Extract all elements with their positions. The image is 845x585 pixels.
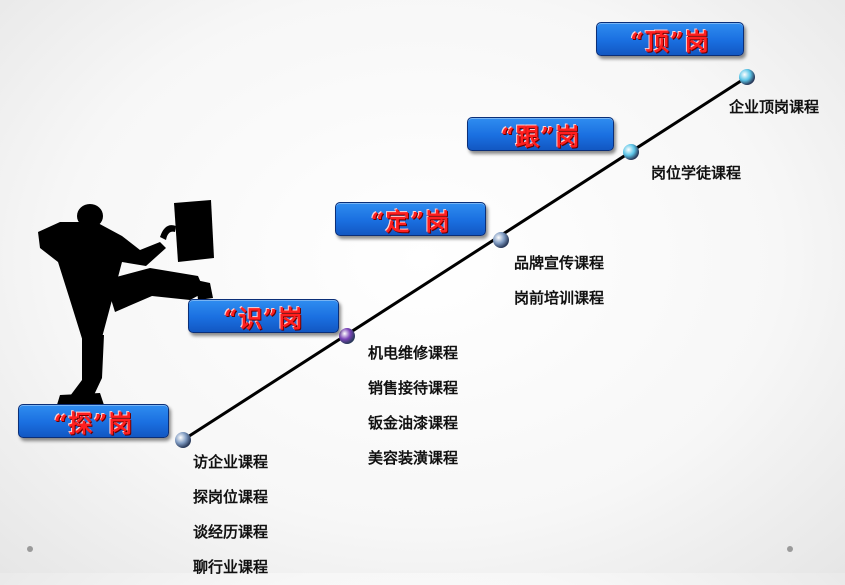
course-item: 探岗位课程: [193, 488, 269, 506]
progression-line: [181, 75, 749, 442]
course-item: 美容装潢课程: [368, 449, 459, 467]
course-list-gen: 岗位学徒课程: [651, 156, 741, 191]
course-item: 聊行业课程: [193, 558, 269, 576]
course-item: 访企业课程: [193, 453, 269, 471]
stage-box-tan: “探”岗: [18, 404, 169, 438]
stage-label-tan: “探”岗: [53, 408, 134, 438]
diagram-graphics: [38, 69, 755, 448]
course-list-shi: 机电维修课程 销售接待课程 钣金油漆课程 美容装潢课程: [368, 336, 458, 476]
kicking-man-silhouette-icon: [38, 200, 214, 408]
stage-label-gen: “跟”岗: [500, 121, 581, 151]
stage-label-ding: “定”岗: [370, 206, 451, 236]
course-item: 谈经历课程: [193, 523, 269, 541]
slide-dot-right: [787, 546, 793, 552]
course-item: 品牌宣传课程: [514, 254, 605, 272]
course-item: 销售接待课程: [368, 379, 459, 397]
stage-label-ding2: “顶”岗: [630, 26, 710, 56]
stage-label-shi: “识”岗: [223, 303, 304, 333]
stage-node-gen: [623, 144, 639, 160]
course-list-tan: 访企业课程 探岗位课程 谈经历课程 聊行业课程: [193, 445, 268, 585]
course-item: 机电维修课程: [368, 344, 459, 362]
stage-node-ding2: [739, 69, 755, 85]
course-item: 钣金油漆课程: [368, 414, 459, 432]
stage-node-ding: [493, 232, 509, 248]
course-item: 企业顶岗课程: [729, 98, 820, 116]
slide-dot-left: [27, 546, 33, 552]
stage-box-gen: “跟”岗: [467, 117, 614, 151]
stage-box-shi: “识”岗: [188, 299, 339, 333]
career-path-diagram: “探”岗 “识”岗 “定”岗 “跟”岗 “顶”岗 访企业课程 探岗位课程 谈经历…: [18, 22, 819, 576]
course-list-ding2: 企业顶岗课程: [729, 90, 819, 125]
course-list-ding: 品牌宣传课程 岗前培训课程: [514, 246, 604, 316]
course-item: 岗前培训课程: [514, 289, 605, 307]
stage-node-shi: [339, 328, 355, 344]
stage-box-ding: “定”岗: [335, 202, 486, 236]
stage-box-ding2: “顶”岗: [596, 22, 744, 56]
stage-node-tan: [175, 432, 191, 448]
course-item: 岗位学徒课程: [651, 164, 742, 182]
